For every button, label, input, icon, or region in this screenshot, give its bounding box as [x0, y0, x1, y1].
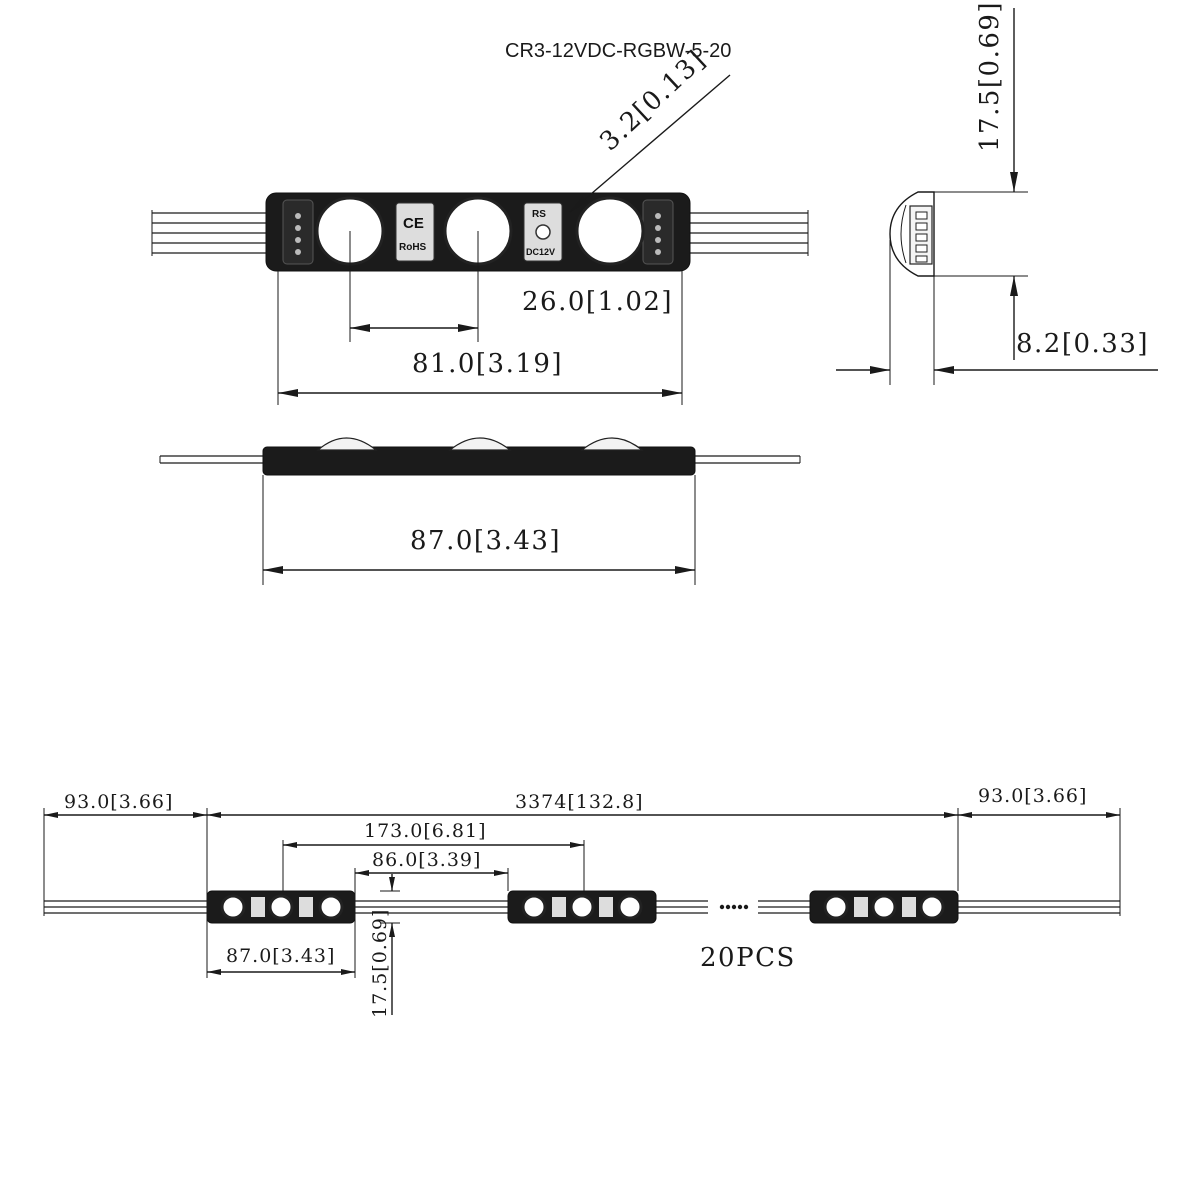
rohs-mark: RoHS [399, 242, 427, 253]
model-label: CR3-12VDC-RGBW-5-20 [505, 40, 731, 62]
total-length-label: 3374[132.8] [515, 791, 644, 813]
lead-left-label: 93.0[3.66] [64, 791, 173, 813]
body-length-label: 81.0[3.19] [412, 349, 563, 379]
side-view: 87.0[3.43] [159, 437, 801, 585]
lens-right [575, 196, 645, 266]
string-module-3 [809, 890, 959, 924]
top-view-wires-right [688, 210, 809, 256]
module-length-label: 87.0[3.43] [226, 945, 335, 967]
overall-length-label: 87.0[3.43] [410, 526, 561, 556]
top-view: CE RoHS RS DC12V 3.2[0.13] 26.0[1.02] 81… [151, 44, 809, 405]
end-view: 17.5[0.69] 8.2[0.33] [836, 1, 1158, 385]
rs-mark: RS [532, 209, 546, 220]
end-height-label: 17.5[0.69] [975, 1, 1005, 152]
module-height-label: 17.5[0.69] [369, 909, 391, 1018]
module-count-label: 20PCS [700, 943, 796, 973]
continuation-dots [708, 898, 758, 916]
string-module-1 [206, 890, 356, 924]
voltage-mark: DC12V [526, 247, 555, 257]
lens-pitch-label: 26.0[1.02] [522, 287, 673, 317]
module-pitch-label: 173.0[6.81] [364, 820, 487, 842]
lead-right-label: 93.0[3.66] [978, 785, 1087, 807]
top-view-wires-left [151, 210, 268, 256]
ce-mark: CE [403, 215, 424, 232]
module-gap-label: 86.0[3.39] [372, 849, 481, 871]
string-module-2 [507, 890, 657, 924]
string-view: 93.0[3.66] 3374[132.8] 93.0[3.66] 173.0[… [43, 785, 1121, 1018]
end-depth-label: 8.2[0.33] [1016, 329, 1149, 359]
